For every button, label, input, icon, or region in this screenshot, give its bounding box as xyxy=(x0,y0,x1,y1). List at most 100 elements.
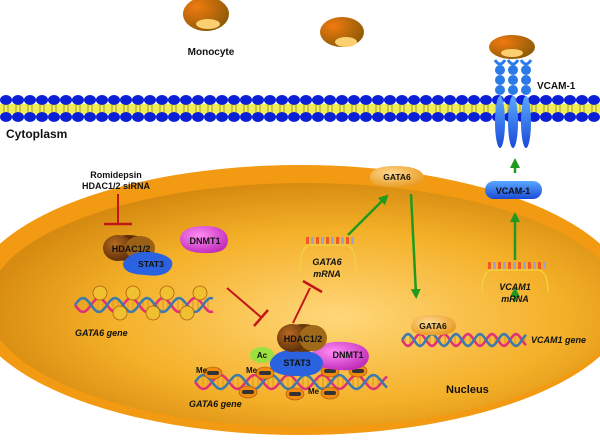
nucleotide xyxy=(493,262,496,269)
lipid-head xyxy=(240,112,252,122)
receptor-domain xyxy=(495,75,505,85)
lipid-head xyxy=(408,112,420,122)
inhibitor-label-2: HDAC1/2 siRNA xyxy=(82,181,151,191)
nucleotide xyxy=(538,262,541,269)
lipid-head xyxy=(24,95,36,105)
vcam1-mrna xyxy=(481,262,549,293)
hdac-complex-label: HDAC1/2 xyxy=(284,334,323,344)
nucleotide xyxy=(331,237,334,244)
monocyte-2 xyxy=(320,17,364,47)
lipid-head xyxy=(468,95,480,105)
histone-tag xyxy=(324,391,336,395)
lipid-head xyxy=(564,112,576,122)
lipid-head xyxy=(204,95,216,105)
lipid-head xyxy=(456,112,468,122)
gata6-gene-bottom-label: GATA6 gene xyxy=(189,399,242,409)
stat3-top-label: STAT3 xyxy=(138,259,164,269)
lipid-head xyxy=(204,112,216,122)
lipid-head xyxy=(300,112,312,122)
lipid-head xyxy=(588,112,600,122)
lipid-head xyxy=(0,95,12,105)
lipid-head xyxy=(264,112,276,122)
gata6-bound-label: GATA6 xyxy=(419,321,447,331)
gata6-mrna xyxy=(299,237,357,274)
lipid-head xyxy=(240,95,252,105)
lipid-head xyxy=(540,95,552,105)
lipid-head xyxy=(228,95,240,105)
nucleosome xyxy=(112,305,128,321)
nucleotide xyxy=(306,237,309,244)
vcam1-gene-dna xyxy=(400,332,527,348)
nucleotide xyxy=(351,237,354,244)
lipid-head xyxy=(312,112,324,122)
lipid-head xyxy=(120,112,132,122)
monocyte-label: Monocyte xyxy=(188,47,235,58)
histone-tag xyxy=(207,371,219,375)
receptor-cup xyxy=(493,59,507,66)
lipid-head xyxy=(468,112,480,122)
nucleotide xyxy=(311,237,314,244)
cytoplasm-label: Cytoplasm xyxy=(6,127,67,141)
receptor-domain xyxy=(521,85,531,95)
receptor-stalk xyxy=(521,96,531,148)
lipid-head xyxy=(96,95,108,105)
lipid-head xyxy=(432,95,444,105)
lipid-head xyxy=(372,112,384,122)
lipid-head xyxy=(60,112,72,122)
nucleotide xyxy=(346,237,349,244)
me-label-1: Me xyxy=(246,366,258,375)
me-label-2: Me xyxy=(196,366,208,375)
nucleus-label: Nucleus xyxy=(446,384,489,396)
dnmt1-complex-label: DNMT1 xyxy=(333,350,364,360)
lipid-head xyxy=(36,112,48,122)
vcam1-mrna-label-1: VCAM1 xyxy=(499,282,531,292)
nucleotide xyxy=(321,237,324,244)
histone-tag xyxy=(352,369,364,373)
lipid-head xyxy=(288,112,300,122)
receptor-domain xyxy=(508,65,518,75)
lipid-head xyxy=(324,95,336,105)
nucleotide xyxy=(523,262,526,269)
receptor-stalk xyxy=(508,96,518,148)
lipid-head xyxy=(288,95,300,105)
dnmt1-top-label: DNMT1 xyxy=(190,236,221,246)
lipid-head xyxy=(384,95,396,105)
nucleosome xyxy=(192,285,208,301)
ac-label: Ac xyxy=(257,351,268,360)
arrow-mrna-to-gata6 xyxy=(347,194,389,236)
gata6-mrna-label-2: mRNA xyxy=(313,269,341,279)
gata6-bound: GATA6 xyxy=(410,315,456,336)
nucleosome xyxy=(179,305,195,321)
lipid-head xyxy=(384,112,396,122)
nucleotide xyxy=(533,262,536,269)
vcam1-receptor xyxy=(493,59,533,148)
receptor-domain xyxy=(508,85,518,95)
lipid-head xyxy=(36,95,48,105)
receptor-cup xyxy=(506,59,520,66)
lipid-head xyxy=(360,95,372,105)
lipid-head xyxy=(348,95,360,105)
nucleosome xyxy=(125,285,141,301)
nucleotide xyxy=(316,237,319,244)
lipid-head xyxy=(72,112,84,122)
nucleotide xyxy=(498,262,501,269)
lipid-head xyxy=(480,112,492,122)
lipid-head xyxy=(480,95,492,105)
gata6-mrna-label-1: GATA6 xyxy=(312,257,342,267)
receptor-domain xyxy=(521,75,531,85)
lipid-head xyxy=(60,95,72,105)
lipid-head xyxy=(396,112,408,122)
hdac-top-label: HDAC1/2 xyxy=(112,244,151,254)
lipid-head xyxy=(456,95,468,105)
lipid-head xyxy=(252,112,264,122)
membrane-tail-layer xyxy=(0,104,600,114)
lipid-head xyxy=(252,95,264,105)
nucleosome xyxy=(92,285,108,301)
lipid-head xyxy=(168,112,180,122)
lipid-head xyxy=(24,112,36,122)
gata6-gene-top-label: GATA6 gene xyxy=(75,328,128,338)
lipid-head xyxy=(552,112,564,122)
lipid-head xyxy=(336,95,348,105)
lipid-head xyxy=(84,112,96,122)
